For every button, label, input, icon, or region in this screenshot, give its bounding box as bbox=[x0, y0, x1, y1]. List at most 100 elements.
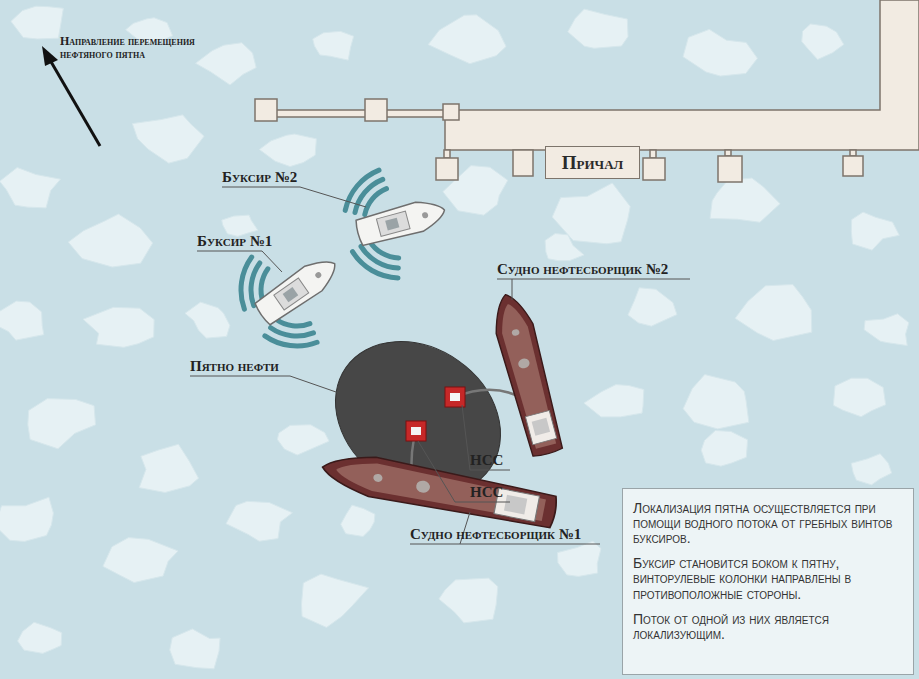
ship-deck bbox=[495, 300, 559, 449]
spill-label: Пятно нефти bbox=[190, 358, 279, 375]
ice-floe bbox=[683, 374, 749, 428]
pier-stub bbox=[650, 150, 656, 158]
note-box: Локализация пятна осуществляется при пом… bbox=[622, 488, 914, 675]
ice-floe bbox=[226, 501, 292, 541]
flow-arc bbox=[241, 257, 252, 309]
tug-bollard bbox=[421, 212, 428, 219]
ice-floe bbox=[259, 134, 316, 167]
direction-label: Направление перемещения нефтяного пятна bbox=[60, 35, 220, 61]
pier-stub bbox=[444, 150, 450, 158]
pier bbox=[255, 0, 919, 182]
ice-floes bbox=[0, 6, 909, 669]
ice-floe bbox=[11, 6, 63, 39]
pier-stub bbox=[850, 150, 856, 156]
tug-cabin bbox=[376, 211, 410, 236]
ice-floe bbox=[83, 307, 154, 347]
pier-block bbox=[718, 156, 742, 182]
ice-floe bbox=[864, 314, 909, 346]
ice-floe bbox=[341, 505, 375, 536]
pier-block bbox=[443, 104, 459, 120]
flow-arc bbox=[353, 252, 399, 278]
ice-floe bbox=[833, 378, 885, 417]
ice-floe bbox=[628, 288, 677, 326]
ship-label: Судно нефтесборщик №1 bbox=[410, 526, 581, 543]
leader-line bbox=[410, 544, 600, 545]
tug-boat bbox=[253, 251, 344, 327]
tug-bollard bbox=[314, 271, 322, 279]
flow-arc bbox=[265, 336, 317, 346]
skimmer-body bbox=[445, 387, 465, 407]
flow-arc bbox=[365, 189, 387, 215]
ice-floe bbox=[735, 285, 812, 341]
tug-cabin bbox=[274, 278, 309, 310]
ice-floe bbox=[439, 578, 498, 623]
ship-hull bbox=[319, 448, 559, 532]
flow-arc bbox=[345, 170, 379, 210]
skimmer-core bbox=[450, 393, 460, 401]
ship-hull bbox=[487, 290, 566, 459]
ice-floe bbox=[313, 31, 354, 60]
flow-arc bbox=[276, 319, 310, 326]
leader-line bbox=[222, 187, 366, 207]
ice-floe bbox=[428, 15, 506, 64]
pier-deck bbox=[445, 0, 919, 150]
pier-block bbox=[365, 99, 387, 121]
ice-floe bbox=[802, 24, 844, 60]
ship-equipment bbox=[373, 473, 384, 483]
ice-floe bbox=[0, 301, 44, 340]
ice-floe bbox=[185, 302, 230, 338]
ship-superstructure bbox=[525, 410, 556, 444]
ice-floe bbox=[68, 214, 152, 267]
pier-block bbox=[513, 150, 533, 176]
pier-stub bbox=[725, 150, 731, 156]
ship-deck bbox=[333, 456, 546, 524]
ice-floe bbox=[683, 29, 757, 76]
ice-floe bbox=[301, 574, 368, 627]
skimmer-core bbox=[411, 427, 421, 435]
ship-label: Судно нефтесборщик №2 bbox=[497, 261, 668, 278]
tug-window bbox=[385, 218, 399, 231]
note-text: Поток от одной из них является локализую… bbox=[633, 612, 903, 642]
ice-floe bbox=[851, 212, 899, 250]
leader-line bbox=[190, 376, 336, 392]
ice-floe bbox=[0, 167, 61, 207]
pier-block bbox=[255, 99, 277, 121]
leader-line bbox=[497, 279, 690, 280]
ice-floe bbox=[103, 538, 178, 583]
leader-line bbox=[418, 441, 510, 502]
pier-block bbox=[436, 158, 458, 180]
ice-floe bbox=[28, 399, 96, 449]
pier-name: Причал bbox=[562, 152, 623, 174]
ice-floe bbox=[710, 178, 780, 222]
note-text: Локализация пятна осуществляется при пом… bbox=[633, 501, 903, 546]
ship-equipment bbox=[517, 357, 530, 369]
walkway bbox=[275, 110, 450, 117]
skimmer-label: НСС bbox=[470, 452, 503, 469]
ice-floe bbox=[851, 454, 892, 485]
arrow-head bbox=[42, 46, 58, 66]
pier-block bbox=[843, 156, 863, 176]
ice-floe bbox=[545, 234, 584, 261]
propeller-flow bbox=[241, 170, 399, 346]
arrow-shaft bbox=[50, 60, 100, 146]
leader-lines bbox=[190, 187, 690, 544]
tug-label: Буксир №1 bbox=[197, 233, 272, 250]
pier-block bbox=[643, 158, 665, 180]
skimmer-body bbox=[406, 421, 426, 441]
pier-label-box: Причал bbox=[545, 146, 640, 179]
tug-boat bbox=[354, 196, 448, 248]
ice-floe bbox=[584, 385, 644, 417]
tug-window bbox=[283, 287, 299, 302]
skimmer-ship bbox=[319, 448, 559, 532]
skimmer-ship bbox=[487, 290, 566, 459]
ship-equipment bbox=[415, 480, 431, 494]
skimmer-unit bbox=[406, 421, 426, 441]
leader-line bbox=[512, 279, 513, 300]
flow-arc bbox=[369, 241, 398, 258]
ship-bridge bbox=[504, 495, 527, 515]
ice-floe bbox=[139, 444, 198, 492]
ice-floe bbox=[277, 425, 329, 455]
flow-arc bbox=[271, 328, 314, 336]
